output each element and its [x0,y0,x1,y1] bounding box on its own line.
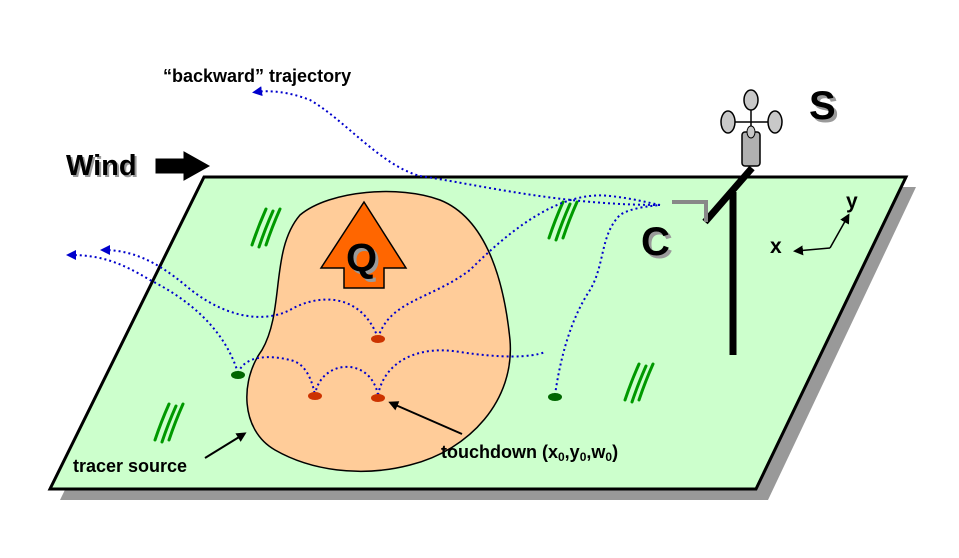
wind-label: Wind [66,150,137,182]
grass-icon [250,207,282,249]
touchdown-marker [371,394,385,402]
axis-x-arrow [793,245,831,256]
anemometer-icon [720,89,783,167]
trajectory-lower [66,250,239,374]
source-area [246,190,512,473]
backward-trajectory-label: “backward” trajectory [163,66,352,86]
touchdown-pointer [388,401,463,435]
touchdown-marker [308,392,322,400]
trajectory-upper [100,245,379,339]
tracer-source-label: tracer source [73,456,188,476]
touchdown-marker [371,335,385,343]
sensor-boom [702,165,755,225]
grass-icon [547,200,579,242]
concentration-symbol-label: C [641,220,670,264]
axis-y-arrow [829,213,850,249]
touchdown-marker [231,371,245,379]
axis-x-label: x [770,235,782,258]
axis-y-label: y [846,190,858,213]
wind-arrow-icon [155,151,211,181]
touchdown-label: touchdown (x0,y0,w0) [441,442,619,464]
emission-arrow [319,200,408,289]
tracer-source-pointer [204,432,247,459]
sensor-symbol-label: S [809,84,836,128]
concentration-inlet [672,200,708,222]
trajectories [66,86,661,396]
grass-icon [153,402,185,444]
touchdown-marker [548,393,562,401]
grass-icon [623,362,655,404]
source-symbol-label: Q [346,236,378,280]
